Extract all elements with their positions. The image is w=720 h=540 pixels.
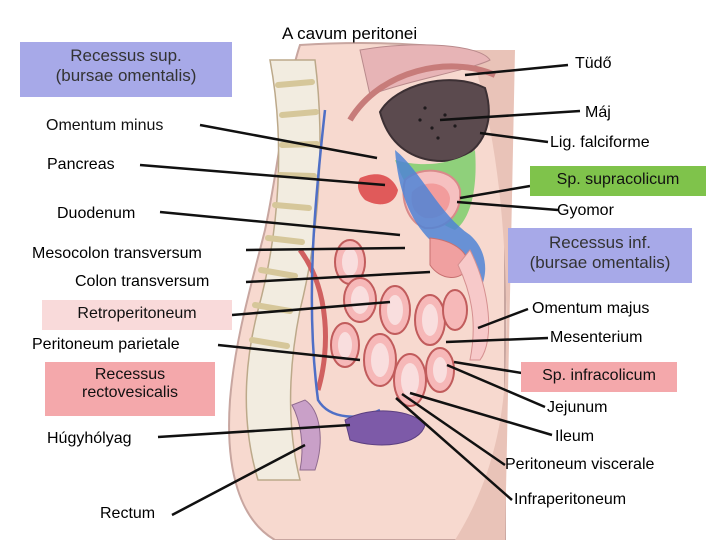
leader-peritoneum-parietale xyxy=(217,343,361,362)
leader-peritoneum-viscerale xyxy=(401,392,506,467)
label-mesenterium: Mesenterium xyxy=(550,329,643,346)
label-lig-falciforme: Lig. falciforme xyxy=(550,134,650,151)
label-maj: Máj xyxy=(585,104,611,121)
abdominal-wall xyxy=(455,50,515,540)
recessus-inf-line2: (bursae omentalis) xyxy=(529,252,671,272)
leader-mesocolon xyxy=(245,246,406,252)
sp-supracolicum-label: Sp. supracolicum xyxy=(556,171,680,188)
retroperitoneum-label: Retroperitoneum xyxy=(77,305,197,322)
recessus-rectovesicalis-box: Recessus rectovesicalis xyxy=(45,362,215,416)
label-pancreas: Pancreas xyxy=(47,156,115,173)
leader-omentum-majus xyxy=(477,307,529,330)
leader-duodenum xyxy=(159,210,401,237)
leader-pancreas xyxy=(139,163,386,187)
leader-infraperitoneum xyxy=(395,397,513,501)
label-tudo: Tüdő xyxy=(575,55,612,72)
leader-mesenterium xyxy=(445,336,549,344)
sp-infracolicum-box: Sp. infracolicum xyxy=(521,362,677,392)
diagram-title: A cavum peritonei xyxy=(282,24,418,43)
label-peritoneum-viscerale: Peritoneum viscerale xyxy=(505,456,655,473)
sp-supracolicum-box: Sp. supracolicum xyxy=(530,166,706,196)
label-colon-transversum: Colon transversum xyxy=(75,273,210,290)
leader-omentum-minus xyxy=(199,123,378,160)
leader-retroperitoneum xyxy=(231,300,391,317)
label-duodenum: Duodenum xyxy=(57,205,136,222)
leader-gyomor xyxy=(456,200,559,212)
peritoneal-lining xyxy=(310,109,381,418)
label-gyomor: Gyomor xyxy=(557,202,614,219)
omentum-majus xyxy=(457,249,490,361)
recessus-inf-box: Recessus inf. (bursae omentalis) xyxy=(508,228,692,283)
recessus-sup-box: Recessus sup. (bursae omentalis) xyxy=(20,42,232,97)
leader-tudo xyxy=(464,63,569,77)
pancreas xyxy=(357,174,398,205)
mesenterium xyxy=(297,248,328,391)
recessus-inf-line1: Recessus inf. xyxy=(548,233,652,252)
recessus-rectovesicalis-line2: rectovesicalis xyxy=(81,384,179,402)
label-infraperitoneum: Infraperitoneum xyxy=(514,491,627,508)
leader-jejunum xyxy=(446,363,546,409)
label-rectum: Rectum xyxy=(100,505,156,522)
leader-ileum xyxy=(409,391,553,437)
leader-hugyholyag xyxy=(157,423,351,439)
leader-lig-falciforme xyxy=(479,131,549,144)
label-mesocolon-transversum: Mesocolon transversum xyxy=(32,245,202,262)
leader-sp-supracolicum xyxy=(459,184,531,200)
recessus-rectovesicalis-line1: Recessus xyxy=(94,366,166,383)
recessus-sup-line1: Recessus sup. xyxy=(70,46,182,65)
leader-colon xyxy=(245,270,431,284)
liver xyxy=(378,79,490,162)
label-omentum-minus: Omentum minus xyxy=(46,117,164,134)
recessus-sup-line2: (bursae omentalis) xyxy=(55,65,197,85)
label-ileum: Ileum xyxy=(555,428,595,445)
label-omentum-majus: Omentum majus xyxy=(532,300,650,317)
diaphragm xyxy=(347,63,497,122)
sp-infracolicum-label: Sp. infracolicum xyxy=(542,367,656,384)
leader-maj xyxy=(439,109,581,122)
retroperitoneum-box: Retroperitoneum xyxy=(42,300,232,330)
leader-rectum xyxy=(171,443,306,517)
vertebral-column xyxy=(245,59,321,481)
label-hugyholyag: Húgyhólyag xyxy=(47,430,132,447)
label-jejunum: Jejunum xyxy=(547,399,608,416)
rectum-organ xyxy=(291,399,321,471)
label-peritoneum-parietale: Peritoneum parietale xyxy=(32,336,180,353)
